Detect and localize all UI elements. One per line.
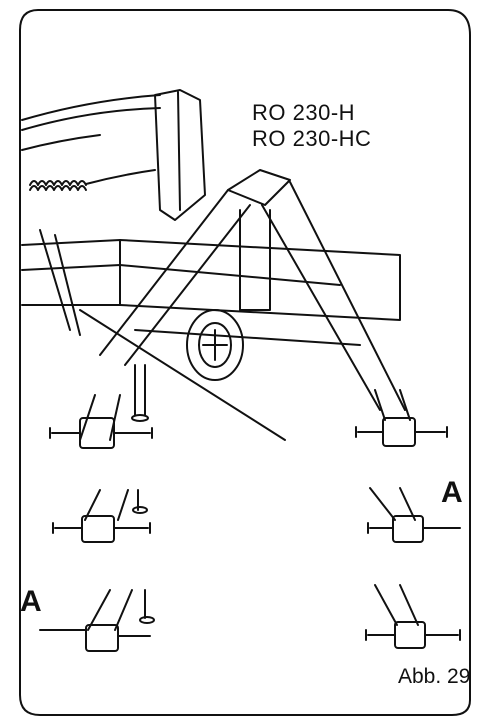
a-frame — [99, 169, 406, 411]
model-label-1: RO 230-H — [252, 100, 356, 125]
model-label-2: RO 230-HC — [252, 126, 372, 151]
lower-link-pin-left-top — [49, 364, 153, 449]
lower-link-pin-right-mid — [367, 487, 461, 543]
page-border — [19, 9, 471, 716]
wheel — [186, 309, 244, 381]
spring-icon — [29, 169, 156, 191]
center-mast — [154, 89, 206, 221]
lower-link-pin-right-top — [355, 389, 448, 447]
callout-a-left: A — [20, 585, 42, 618]
pointer-line — [79, 309, 286, 441]
lower-link-pin-right-bottom — [365, 584, 461, 649]
lower-link-pin-left-mid — [52, 489, 151, 543]
machine-frame — [21, 229, 401, 336]
callout-a-right: A — [441, 476, 463, 509]
hydraulic-hose — [21, 94, 161, 151]
figure-label: Abb. 29 — [398, 665, 471, 688]
lower-link-pin-left-bottom — [39, 589, 155, 652]
